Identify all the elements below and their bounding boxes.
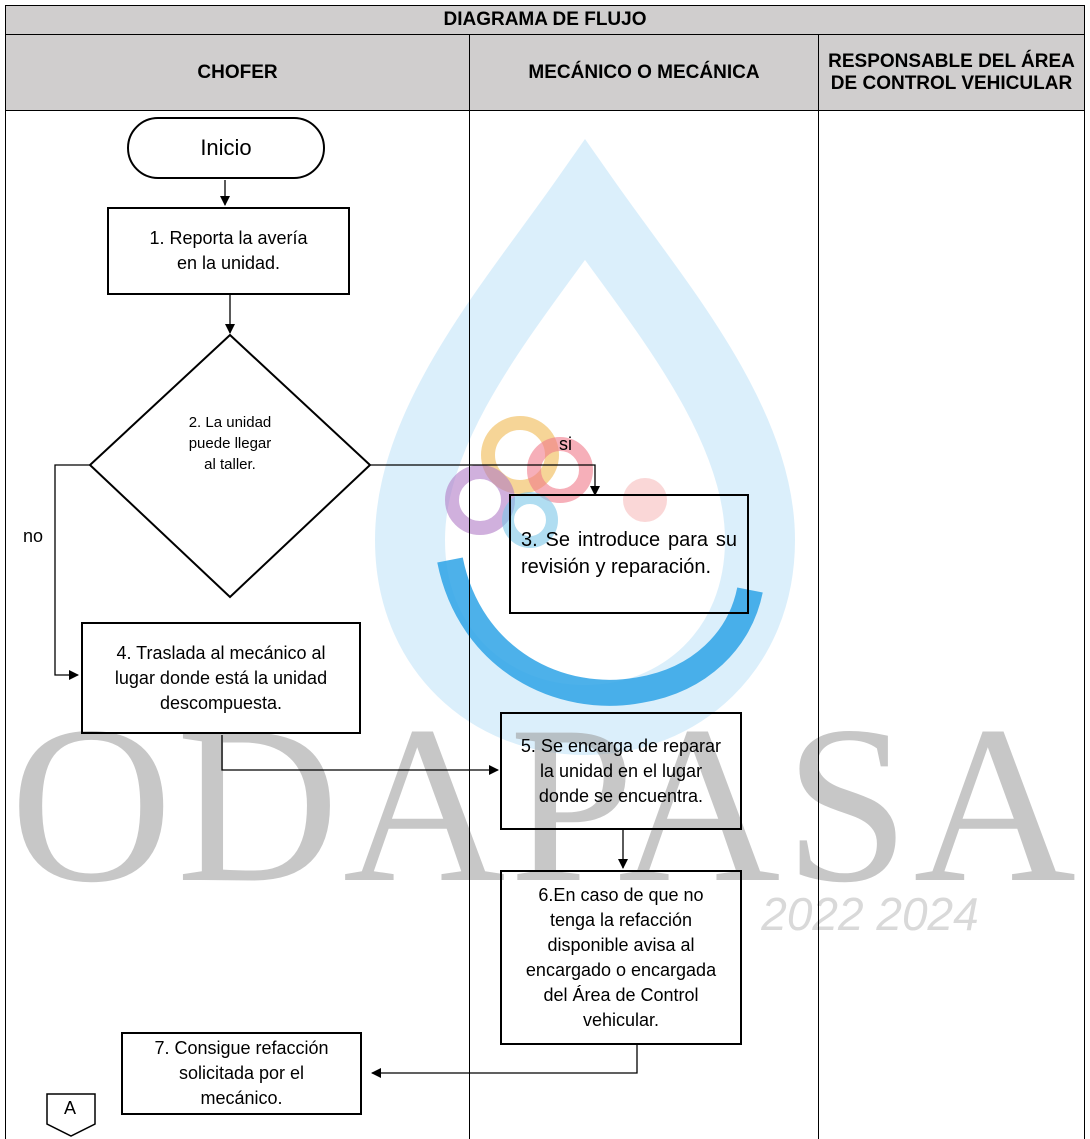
decision-diamond	[88, 333, 372, 599]
lane-header-responsable: RESPONSABLE DEL ÁREA DE CONTROL VEHICULA…	[818, 34, 1085, 111]
diagram-title: DIAGRAMA DE FLUJO	[5, 5, 1085, 35]
arrow-step4-to-step5	[221, 735, 499, 775]
step-3-box: 3. Se introduce para su revisión y repar…	[509, 494, 749, 614]
offpage-connector	[46, 1093, 96, 1137]
arrow-step6-to-step7	[371, 1045, 638, 1078]
step-4-box: 4. Traslada al mecánico al lugar donde e…	[81, 622, 361, 734]
step-5-box: 5. Se encarga de reparar la unidad en el…	[500, 712, 742, 830]
arrow-decision-no-to-step4	[54, 464, 90, 680]
step-1-box: 1. Reporta la avería en la unidad.	[107, 207, 350, 295]
offpage-connector-label: A	[64, 1098, 77, 1118]
lane-divider-2	[818, 110, 819, 1139]
start-terminal: Inicio	[127, 117, 325, 179]
lane-header-mecanico: MECÁNICO O MECÁNICA	[469, 34, 819, 111]
lane-divider-1	[469, 110, 470, 1139]
edge-label-no: no	[23, 526, 44, 546]
step-7-box: 7. Consigue refacción solicitada por el …	[121, 1032, 362, 1115]
edge-label-yes: si	[559, 434, 572, 454]
step-6-box: 6.En caso de que no tenga la refacción d…	[500, 870, 742, 1045]
watermark-years: 2022 2024	[760, 888, 978, 940]
arrow-decision-yes-to-step3	[370, 464, 600, 496]
lane-border-left	[5, 110, 6, 1139]
watermark-text: ODAPASA	[10, 679, 1080, 929]
step-2-decision-text: 2. La unidad puede llegar al taller.	[188, 414, 272, 473]
lane-border-right	[1084, 110, 1085, 1139]
